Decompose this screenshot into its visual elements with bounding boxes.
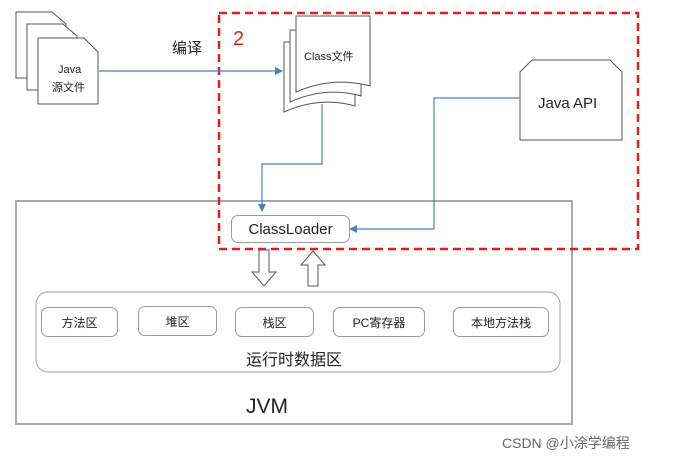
class-file-icon: [283, 15, 371, 113]
region-label: 堆区: [165, 314, 190, 329]
watermark: CSDN @小涂学编程: [502, 435, 630, 451]
region-heap: 堆区: [138, 306, 217, 336]
java-api-icon: [519, 59, 623, 141]
region-method-area: 方法区: [41, 307, 118, 337]
region-label: 本地方法栈: [470, 315, 531, 330]
region-stack: 栈区: [235, 307, 314, 337]
region-label: 方法区: [61, 315, 98, 330]
compile-label: 编译: [172, 40, 203, 57]
region-label: 栈区: [262, 315, 287, 330]
class-file-label: Class文件: [304, 51, 354, 63]
dashed-highlight-box: [217, 11, 640, 251]
api-to-loader-arrow: [349, 97, 520, 233]
source-file-label-line2: 源文件: [52, 82, 85, 94]
region-pc-register: PC寄存器: [333, 307, 425, 337]
runtime-area-title: 运行时数据区: [246, 352, 343, 369]
up-hollow-arrow: [299, 250, 327, 287]
region-native-method-stack: 本地方法栈: [453, 307, 549, 337]
down-hollow-arrow: [250, 249, 278, 287]
jvm-box: [15, 200, 573, 425]
source-file-label-line1: Java: [58, 64, 82, 76]
step-number: 2: [233, 28, 245, 50]
region-label: PC寄存器: [352, 315, 406, 330]
classloader-label: ClassLoader: [248, 220, 333, 238]
jvm-label: JVM: [246, 395, 288, 418]
java-api-label: Java API: [538, 95, 598, 112]
class-to-loader-arrow: [258, 104, 323, 212]
classloader-box: ClassLoader: [231, 215, 350, 243]
source-file-icon: [15, 11, 99, 105]
